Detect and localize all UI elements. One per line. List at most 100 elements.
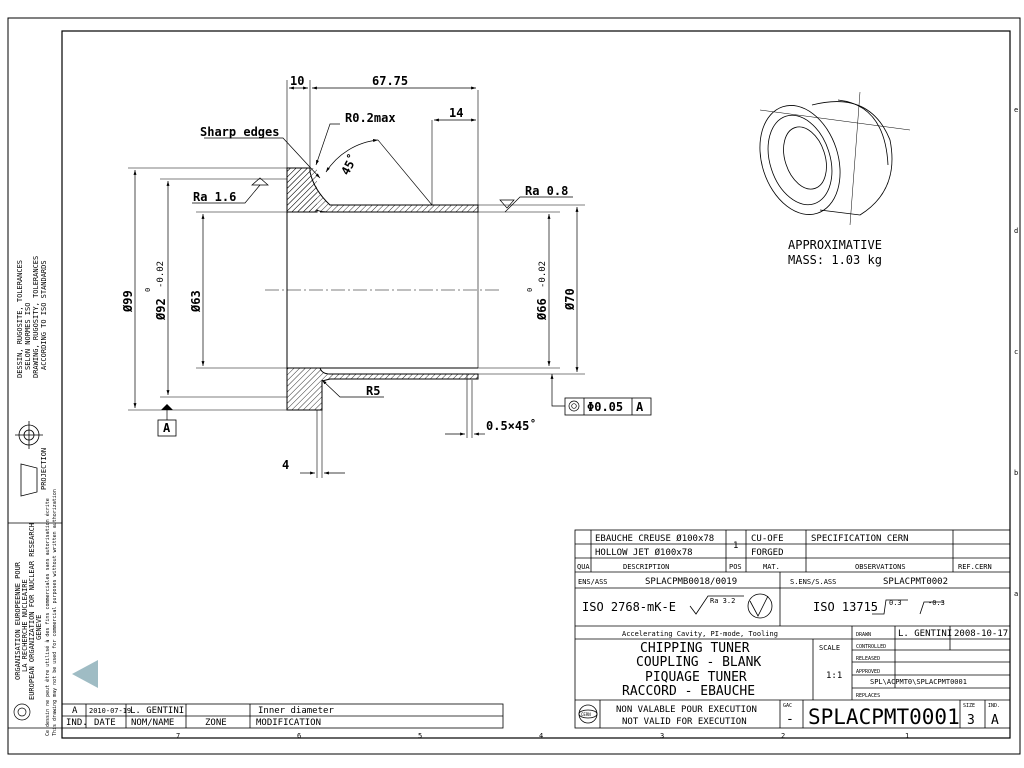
row-label-c: c: [1014, 348, 1018, 356]
roughness-value: Ra 3.2: [710, 597, 735, 605]
confidentiality-fr: Ce dessin ne peut être utilisé à des fin…: [44, 498, 51, 736]
col-label-1: 1: [905, 732, 909, 740]
dim-d92: Ø92: [154, 298, 168, 321]
size-value: 3: [967, 713, 975, 728]
concentricity-icon: [568, 400, 580, 412]
scale-label: SCALE: [819, 644, 840, 652]
ind-label: IND.: [988, 703, 1000, 709]
tolerance-datum: A: [636, 400, 644, 414]
bom-r1-obs: SPECIFICATION CERN: [811, 534, 909, 544]
previous-page-button[interactable]: [66, 656, 104, 692]
drawing-title-3: PIQUAGE TUNER: [645, 670, 747, 685]
col-label-4: 4: [539, 732, 543, 740]
confidentiality-en: This drawing may not be used for commerc…: [52, 489, 58, 736]
roughness-symbol-icon: [689, 593, 773, 619]
bom-h-mat: MAT.: [763, 563, 780, 571]
org-line-3: EUROPEAN ORGANIZATION FOR NUCLEAR RESEAR…: [28, 523, 36, 700]
dim-r5: R5: [366, 384, 380, 398]
bom-pos: 1: [733, 541, 738, 551]
dim-d66-upper: 0: [526, 288, 534, 292]
drawing-path: SPL\ACPMT0\SPLACPMT0001: [870, 678, 967, 686]
edge-symbol-icon: [872, 599, 944, 615]
cern-logo-text: CERN: [581, 712, 591, 717]
drawing-title-2: COUPLING - BLANK: [636, 655, 761, 670]
concentricity-tolerance-frame: [564, 397, 652, 416]
back-arrow-icon: [66, 656, 104, 692]
tolerance-value: Φ0.05: [587, 400, 623, 414]
dim-d92-upper: 0: [144, 288, 152, 292]
dim-6775: 67.75: [372, 74, 408, 88]
not-valid-fr: NON VALABLE POUR EXECUTION: [616, 705, 757, 715]
section-hatch-bottom: [286, 367, 479, 411]
project-line: Accelerating Cavity, PI-mode, Tooling: [622, 630, 778, 638]
sharp-edges-note: Sharp edges: [200, 125, 279, 139]
dim-4: 4: [282, 458, 289, 472]
drawn-label: DRAWN: [856, 632, 871, 638]
rev-h-date: DATE: [94, 718, 116, 728]
scale-value: 1:1: [826, 671, 842, 681]
roughness-ra16: Ra 1.6: [193, 190, 236, 204]
rev-h-mod: MODIFICATION: [256, 718, 321, 728]
drawing-title-4: RACCORD - EBAUCHE: [622, 684, 755, 699]
iso-note-1: DESSIN, RUGOSITE, TOLERANCES: [16, 260, 24, 378]
rev-date: 2010-07-19: [89, 707, 131, 715]
approx-label: APPROXIMATIVE: [788, 238, 882, 252]
col-label-7: 7: [176, 732, 180, 740]
rev-modification: Inner diameter: [258, 706, 334, 716]
cern-logo-icon: [13, 703, 31, 721]
mass-label: MASS: 1.03 kg: [788, 253, 882, 267]
size-label: SIZE: [963, 703, 975, 709]
drawing-title-1: CHIPPING TUNER: [640, 641, 750, 656]
iso-note-2: SELON NORMES ISO: [24, 303, 32, 370]
gac-label: GAC: [783, 703, 792, 709]
bom-h-obs: OBSERVATIONS: [855, 563, 906, 571]
edge-value-a: 0.3: [889, 599, 902, 607]
row-label-b: b: [1014, 469, 1018, 477]
col-label-2: 2: [781, 732, 785, 740]
bom-r1-mat: CU-OFE: [751, 534, 784, 544]
dim-d66-lower: -0.02: [538, 261, 548, 288]
rev-ind: A: [72, 706, 78, 716]
projection-symbol-icon: [15, 421, 43, 497]
sheet-border: [7, 17, 1021, 755]
dim-d63: Ø63: [189, 290, 203, 313]
controlled-label: CONTROLLED: [856, 644, 886, 650]
bom-r2-mat: FORGED: [751, 548, 784, 558]
iso-general-tol: ISO 2768-mK-E: [582, 600, 676, 614]
border-zone-labels: e d c b a 7 6 5 4 3 2 1: [176, 106, 1018, 740]
bom-r2-desc: HOLLOW JET Ø100x78: [595, 547, 693, 558]
revision-table: [61, 703, 504, 729]
left-margin-notes: DESSIN, RUGOSITE, TOLERANCES SELON NORME…: [8, 256, 62, 736]
sens-label: S.ENS/S.ASS: [790, 578, 836, 586]
bom-h-ref: REF.CERN: [958, 563, 992, 571]
col-label-6: 6: [297, 732, 301, 740]
iso-edge-std: ISO 13715: [813, 600, 878, 614]
datum-a-label: A: [163, 421, 171, 435]
rev-h-name: NOM/NAME: [131, 718, 174, 728]
sens-value: SPLACPMT0002: [883, 577, 948, 587]
dim-d99: Ø99: [121, 290, 135, 313]
dim-r02: R0.2max: [345, 111, 396, 125]
isometric-view: [759, 91, 911, 226]
ind-value: A: [991, 713, 999, 728]
replaces-label: REPLACES: [856, 693, 880, 699]
col-label-5: 5: [418, 732, 422, 740]
approved-label: APPROVED: [856, 669, 880, 675]
drawing-number: SPLACPMT0001: [808, 705, 960, 729]
dim-d70: Ø70: [563, 288, 577, 311]
dim-d92-lower: -0.02: [156, 261, 166, 288]
row-label-d: d: [1014, 227, 1018, 235]
col-label-3: 3: [660, 732, 664, 740]
cern-logo-icon: [578, 704, 598, 724]
dim-d66: Ø66: [535, 298, 549, 321]
drawn-name: L. GENTINI: [898, 629, 952, 639]
rev-h-zone: ZONE: [205, 718, 227, 728]
iso-note-3: DRAWING, RUGOSITY, TOLERANCES: [32, 256, 40, 378]
gac-value: -: [786, 712, 794, 727]
drawn-date: 2008-10-17: [954, 629, 1008, 639]
roughness-ra08: Ra 0.8: [525, 184, 568, 198]
bom-h-desc: DESCRIPTION: [623, 563, 669, 571]
org-line-2: LA RECHERCHE NUCLEAIRE: [21, 579, 29, 672]
rev-h-ind: IND.: [66, 718, 88, 728]
